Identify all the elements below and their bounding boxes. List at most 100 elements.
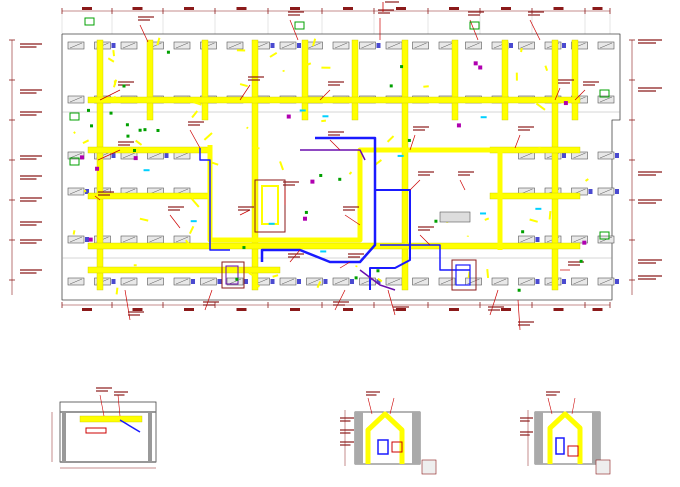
fitting-marker [143, 128, 146, 131]
branch-duct [550, 211, 551, 219]
title-tag [440, 212, 470, 222]
branch-duct [74, 230, 75, 234]
supply-duct-vertical [502, 40, 508, 120]
fitting-marker-magenta [582, 241, 586, 245]
supply-duct-horizontal [88, 147, 210, 153]
dimension-text [237, 7, 247, 10]
fitting-marker [90, 124, 93, 127]
fan-coil-unit [174, 278, 195, 285]
fitting-marker-magenta [287, 115, 291, 119]
wall-column [535, 412, 543, 464]
valve-marker [297, 279, 301, 284]
fan-coil-unit [333, 278, 354, 285]
fitting-marker-cyan [322, 115, 328, 117]
fitting-marker [139, 129, 142, 132]
fitting-marker-cyan [191, 220, 197, 222]
fan-coil-unit [598, 42, 614, 49]
fan-coil-unit [280, 42, 301, 49]
fan-coil-unit [280, 278, 301, 285]
dimension-text [593, 7, 603, 10]
wall-column [355, 412, 363, 464]
valve-marker [85, 237, 89, 242]
branch-duct [113, 50, 114, 56]
dimension-text [133, 7, 143, 10]
branch-duct [372, 98, 374, 101]
valve-marker [509, 43, 513, 48]
fan-coil-unit [68, 236, 89, 243]
fitting-marker-magenta [310, 180, 314, 184]
fitting-marker [580, 260, 583, 263]
valve-marker [244, 279, 248, 284]
fitting-marker [400, 65, 403, 68]
fitting-marker [408, 139, 411, 142]
fan-coil-unit [68, 278, 84, 285]
valve-marker [191, 279, 195, 284]
supply-duct-horizontal [88, 243, 580, 249]
fan-coil-unit [492, 278, 508, 285]
valve-marker [271, 279, 275, 284]
fitting-marker-magenta [95, 167, 99, 171]
fan-coil-unit [174, 42, 190, 49]
fitting-marker-cyan [398, 155, 404, 157]
fitting-marker [167, 51, 170, 54]
fan-coil-unit [307, 278, 328, 285]
branch-duct [252, 147, 259, 148]
dimension-text [343, 308, 353, 311]
fitting-marker [376, 269, 379, 272]
valve-marker [350, 279, 354, 284]
dimension-text [290, 7, 300, 10]
fan-coil-unit [413, 278, 429, 285]
fitting-marker-magenta [134, 156, 138, 160]
fitting-marker [87, 109, 90, 112]
fitting-marker [305, 211, 308, 214]
fan-coil-unit [598, 278, 619, 285]
dimension-text [501, 308, 511, 311]
fitting-marker [235, 278, 238, 281]
valve-marker [562, 43, 566, 48]
supply-duct-vertical [302, 40, 308, 120]
supply-duct-horizontal [490, 193, 580, 199]
supply-duct-vertical [147, 40, 153, 120]
wall-column [592, 412, 600, 464]
fan-coil-unit [386, 278, 402, 285]
fan-coil-unit [466, 278, 482, 285]
dimension-text [82, 308, 92, 311]
fitting-marker [338, 178, 341, 181]
fan-coil-unit [121, 236, 137, 243]
wall-column [62, 412, 66, 462]
fan-coil-unit [68, 96, 84, 103]
fitting-marker [390, 84, 393, 87]
valve-marker [615, 153, 619, 158]
fan-coil-unit [333, 42, 349, 49]
fan-coil-unit [201, 278, 222, 285]
fitting-marker-cyan [300, 109, 306, 111]
supply-duct-horizontal [88, 97, 580, 103]
fan-coil-unit [227, 42, 243, 49]
fitting-marker-cyan [480, 212, 486, 214]
fitting-marker [133, 149, 136, 152]
branch-duct [85, 190, 86, 192]
fitting-marker [242, 246, 245, 249]
dimension-text [449, 7, 459, 10]
supply-duct-vertical [202, 40, 208, 120]
fitting-marker-magenta [478, 65, 482, 69]
dimension-text [82, 7, 92, 10]
fan-coil-unit [572, 278, 588, 285]
fitting-marker-magenta [474, 61, 478, 65]
dimension-text [593, 308, 603, 311]
fitting-marker [521, 230, 524, 233]
valve-marker [615, 189, 619, 194]
valve-marker [562, 279, 566, 284]
fitting-marker-cyan [535, 208, 541, 210]
section-legend [596, 460, 610, 474]
fan-coil-unit [519, 236, 540, 243]
dimension-text [396, 7, 406, 10]
dimension-text [554, 7, 564, 10]
fan-coil-unit [519, 42, 535, 49]
valve-marker [615, 279, 619, 284]
wall-column [412, 412, 420, 464]
fitting-marker-magenta [564, 101, 568, 105]
dimension-text [184, 7, 194, 10]
branch-duct [74, 132, 76, 133]
